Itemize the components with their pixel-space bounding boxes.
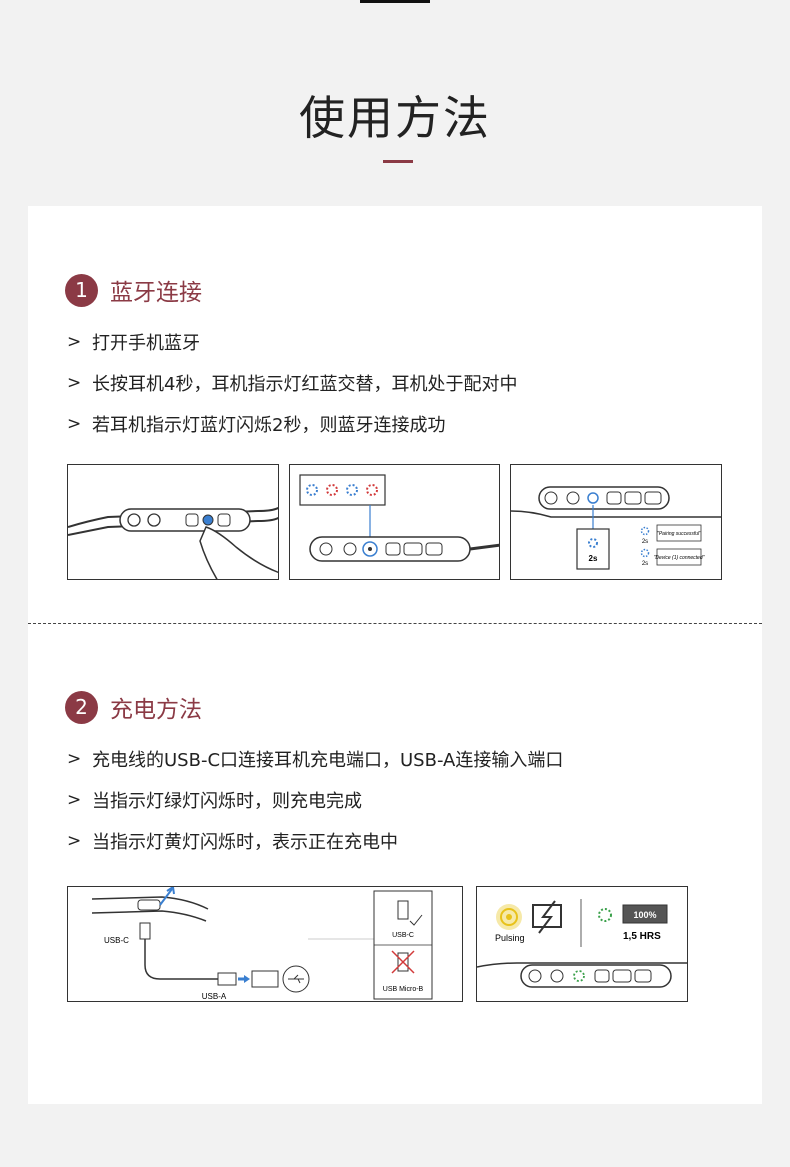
label-usb-a: USB-A bbox=[202, 992, 227, 1001]
step-item: > 若耳机指示灯蓝灯闪烁2秒，则蓝牙连接成功 bbox=[67, 411, 445, 437]
figure-cable-connection: USB-C USB-A USB-C USB Micro-B bbox=[67, 886, 463, 1002]
label-usb-micro-b: USB Micro-B bbox=[383, 986, 424, 993]
section-title: 充电方法 bbox=[110, 697, 202, 723]
step-text: 打开手机蓝牙 bbox=[92, 333, 200, 354]
chevron-right-icon: > bbox=[67, 414, 82, 434]
label-usb-c: USB-C bbox=[104, 936, 129, 945]
label-pulsing: Pulsing bbox=[495, 933, 525, 943]
label-2s: 2s bbox=[642, 539, 648, 545]
title-underline bbox=[383, 160, 413, 163]
step-item: > 充电线的USB-C口连接耳机充电端口，USB-A连接输入端口 bbox=[67, 746, 563, 772]
section-charging-header: 2 充电方法 bbox=[65, 690, 202, 724]
section-number-badge: 2 bbox=[65, 690, 98, 724]
label-charge-hours: 1,5 HRS bbox=[623, 931, 661, 942]
step-text: 当指示灯黄灯闪烁时，表示正在充电中 bbox=[92, 832, 398, 853]
label-battery-level: 100% bbox=[633, 910, 656, 920]
step-item: > 当指示灯黄灯闪烁时，表示正在充电中 bbox=[67, 828, 398, 854]
step-text: 充电线的USB-C口连接耳机充电端口，USB-A连接输入端口 bbox=[92, 750, 564, 771]
step-text: 当指示灯绿灯闪烁时，则充电完成 bbox=[92, 791, 362, 812]
chevron-right-icon: > bbox=[67, 749, 82, 769]
figure-press-button bbox=[67, 464, 279, 580]
chevron-right-icon: > bbox=[67, 831, 82, 851]
step-item: > 长按耳机4秒，耳机指示灯红蓝交替，耳机处于配对中 bbox=[67, 370, 517, 396]
page-title: 使用方法 bbox=[299, 91, 491, 145]
step-text: 长按耳机4秒，耳机指示灯红蓝交替，耳机处于配对中 bbox=[92, 374, 518, 395]
figure-pairing-leds bbox=[289, 464, 500, 580]
label-pairing-successful: "Pairing successful" bbox=[657, 531, 701, 537]
step-item: > 打开手机蓝牙 bbox=[67, 329, 200, 355]
chevron-right-icon: > bbox=[67, 790, 82, 810]
step-item: > 当指示灯绿灯闪烁时，则充电完成 bbox=[67, 787, 362, 813]
step-text: 若耳机指示灯蓝灯闪烁2秒，则蓝牙连接成功 bbox=[92, 415, 446, 436]
section-number-badge: 1 bbox=[65, 273, 98, 307]
top-rule bbox=[360, 0, 430, 3]
label-device-connected: "Device (1) connected" bbox=[654, 555, 705, 561]
section-bluetooth-header: 1 蓝牙连接 bbox=[65, 273, 202, 307]
label-2s: 2s bbox=[589, 554, 598, 563]
chevron-right-icon: > bbox=[67, 332, 82, 352]
figure-connected: 2s 2s "Pairing successful" 2s "Device (1… bbox=[510, 464, 722, 580]
label-usb-c: USB-C bbox=[392, 932, 414, 939]
label-2s: 2s bbox=[642, 561, 648, 567]
section-divider bbox=[28, 623, 762, 624]
section-title: 蓝牙连接 bbox=[110, 280, 202, 306]
chevron-right-icon: > bbox=[67, 373, 82, 393]
figure-charging-status: Pulsing 100% 1,5 HRS bbox=[476, 886, 688, 1002]
